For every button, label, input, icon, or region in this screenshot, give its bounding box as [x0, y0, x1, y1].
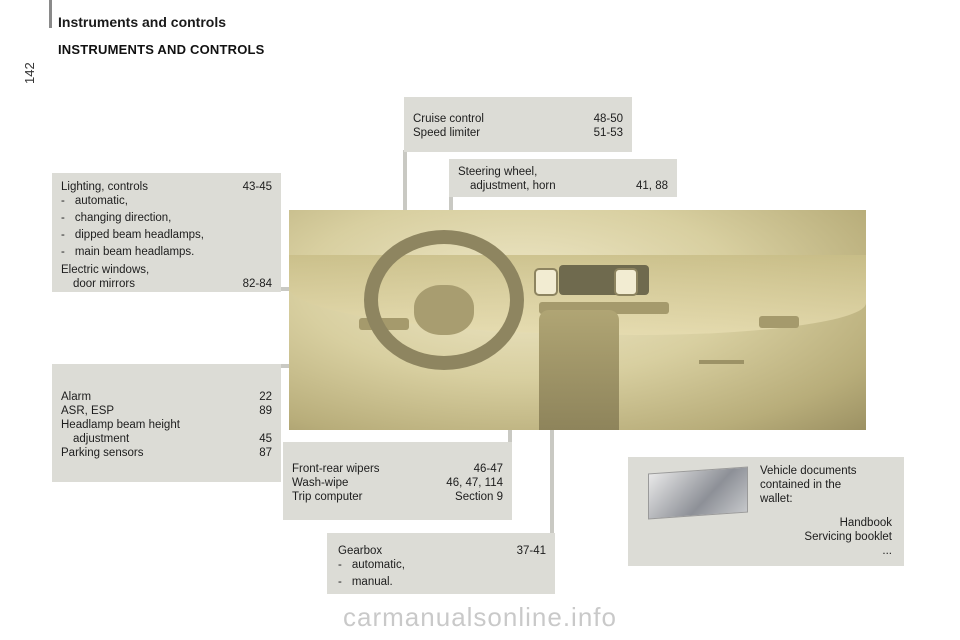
dash-bullet: - — [61, 246, 65, 258]
parking-sensors-row: Parking sensors 87 — [61, 446, 272, 460]
gearbox-row: Gearbox 37-41 — [338, 544, 546, 558]
windows-row: door mirrors 82-84 — [61, 277, 272, 291]
cruise-row: Cruise control 48-50 — [413, 112, 623, 126]
documents-line3: wallet: — [760, 493, 793, 505]
parking-sensors-pages: 87 — [259, 447, 272, 459]
windows-line1: Electric windows, — [61, 264, 150, 276]
lighting-item-label: dipped beam headlamps, — [74, 229, 204, 241]
steering-pages: 41, 88 — [636, 180, 668, 192]
documents-text: Vehicle documents contained in the walle… — [760, 464, 900, 506]
handbook-image — [648, 466, 748, 520]
dashboard-photo — [289, 210, 866, 430]
dash-bullet: - — [61, 195, 65, 207]
dash-bullet: - — [61, 229, 65, 241]
steering-line1: Steering wheel, — [458, 166, 538, 178]
speed-limiter-pages: 51-53 — [593, 127, 623, 139]
headlamp-beam-label: Headlamp beam height — [61, 419, 180, 431]
centre-console — [539, 310, 619, 430]
cruise-control-box: Cruise control 48-50 Speed limiter 51-53 — [404, 97, 632, 152]
handbook-label: Handbook — [839, 517, 892, 529]
lighting-item: -main beam headlamps. — [61, 245, 272, 259]
page-header-title: Instruments and controls — [58, 14, 227, 30]
header-bar — [49, 0, 52, 28]
lighting-row: Lighting, controls 43-45 — [61, 180, 272, 194]
alarm-label: Alarm — [61, 391, 92, 403]
documents-line1: Vehicle documents — [760, 465, 857, 477]
section-title: INSTRUMENTS AND CONTROLS — [58, 42, 265, 57]
lighting-pages: 43-45 — [242, 181, 272, 193]
lighting-item-label: automatic, — [74, 195, 128, 207]
gearbox-item-label: automatic, — [351, 559, 405, 571]
wash-wipe-pages: 46, 47, 114 — [446, 477, 503, 489]
watermark: carmanualsonline.info — [343, 602, 617, 632]
adjustment-pages: 45 — [259, 433, 272, 445]
documents-line2: contained in the — [760, 479, 842, 491]
glovebox-line — [699, 360, 744, 364]
cruise-pages: 48-50 — [593, 113, 623, 125]
documents-list: Handbook Servicing booklet ... — [804, 516, 892, 558]
parking-sensors-label: Parking sensors — [61, 447, 144, 459]
front-rear-wipers-label: Front-rear wipers — [292, 463, 380, 475]
page-number: 142 — [22, 62, 37, 84]
asr-esp-row: ASR, ESP 89 — [61, 404, 272, 418]
lighting-item-label: changing direction, — [74, 212, 172, 224]
right-air-vent — [759, 316, 799, 328]
gearbox-pages: 37-41 — [516, 545, 546, 557]
asr-esp-label: ASR, ESP — [61, 405, 115, 417]
lighting-item-label: main beam headlamps. — [74, 246, 195, 258]
asr-esp-pages: 89 — [259, 405, 272, 417]
dash-bullet: - — [61, 212, 65, 224]
lighting-label: Lighting, controls — [61, 181, 148, 193]
windows-pages: 82-84 — [242, 278, 272, 290]
gearbox-item: -manual. — [338, 575, 546, 589]
speed-limiter-label: Speed limiter — [413, 127, 481, 139]
gearbox-item: -automatic, — [338, 558, 546, 572]
front-rear-wipers-row: Front-rear wipers 46-47 — [292, 462, 503, 476]
steering-line2: adjustment, horn — [470, 180, 556, 192]
servicing-booklet-label: Servicing booklet — [804, 531, 892, 543]
right-instrument-dial — [614, 268, 638, 296]
alarm-pages: 22 — [259, 391, 272, 403]
lighting-item: -dipped beam headlamps, — [61, 228, 272, 242]
gearbox-item-label: manual. — [351, 576, 393, 588]
lighting-item: -automatic, — [61, 194, 272, 208]
front-rear-wipers-pages: 46-47 — [473, 463, 503, 475]
trip-computer-row: Trip computer Section 9 — [292, 490, 503, 504]
dash-bullet: - — [338, 559, 342, 571]
gearbox-label: Gearbox — [338, 545, 383, 557]
wash-wipe-row: Wash-wipe 46, 47, 114 — [292, 476, 503, 490]
adjustment-row: adjustment 45 — [61, 432, 272, 446]
gearbox-box: Gearbox 37-41 -automatic, -manual. — [327, 533, 555, 594]
steering-row: adjustment, horn 41, 88 — [458, 179, 668, 193]
cruise-label: Cruise control — [413, 113, 484, 125]
steering-wheel-box: Steering wheel, adjustment, horn 41, 88 — [449, 159, 677, 197]
lighting-item: -changing direction, — [61, 211, 272, 225]
headlamp-beam-row: Headlamp beam height — [61, 418, 272, 432]
alarm-row: Alarm 22 — [61, 390, 272, 404]
gearbox-connector — [550, 386, 554, 536]
dash-bullet: - — [338, 576, 342, 588]
left-instrument-dial — [534, 268, 558, 296]
wash-wipe-label: Wash-wipe — [292, 477, 349, 489]
wipers-box: Front-rear wipers 46-47 Wash-wipe 46, 47, … — [283, 442, 512, 520]
adjustment-label: adjustment — [73, 433, 130, 445]
steering-wheel-hub — [414, 285, 474, 335]
speed-limiter-row: Speed limiter 51-53 — [413, 126, 623, 140]
ellipsis-label: ... — [882, 545, 892, 557]
windows-line2: door mirrors — [73, 278, 135, 290]
trip-computer-label: Trip computer — [292, 491, 363, 503]
trip-computer-pages: Section 9 — [455, 491, 503, 503]
